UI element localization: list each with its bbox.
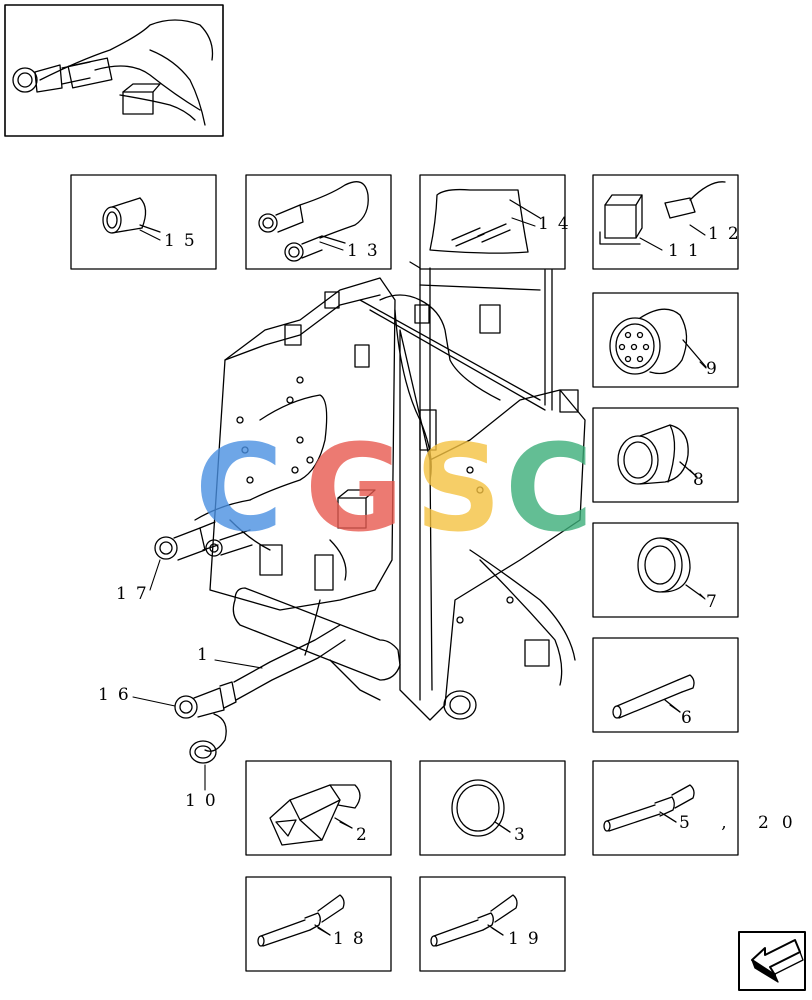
callout-13: 13 [347, 241, 387, 261]
callout-1: 1 [197, 645, 217, 665]
round-connector-9-icon [609, 308, 707, 375]
main-frame-assembly [194, 261, 586, 721]
plug-housing-icon [269, 784, 361, 846]
callout-15: 15 [164, 231, 204, 251]
callout-19: 19 [508, 929, 548, 949]
part-box-3 [419, 760, 566, 856]
connector-17-icon [154, 521, 253, 561]
ring-nut-icon [637, 537, 705, 599]
overview-harness [12, 19, 214, 126]
callout-5-20: 5 , 20 [679, 813, 806, 833]
back-arrow-icon[interactable] [738, 931, 806, 991]
part-box-2 [245, 760, 392, 856]
callout-18: 18 [333, 929, 373, 949]
part-box-11-12 [592, 174, 739, 270]
bag-icon [429, 188, 541, 254]
callout-6: 6 [681, 708, 701, 728]
part-box-18 [245, 876, 392, 972]
part-box-5-20 [592, 760, 739, 856]
callout-16: 16 [98, 685, 138, 705]
part-box-8 [592, 407, 739, 503]
callout-10: 10 [185, 791, 225, 811]
callout-12: 12 [708, 224, 748, 244]
cable-connector-icon [258, 181, 369, 262]
callout-3: 3 [514, 825, 534, 845]
leader-lines [132, 217, 707, 936]
callout-7: 7 [706, 592, 726, 612]
callout-9: 9 [706, 359, 726, 379]
callout-2: 2 [356, 825, 376, 845]
cap-10-icon [189, 740, 217, 764]
callout-14: 14 [538, 214, 578, 234]
connector-16-icon [174, 624, 346, 752]
callout-11: 11 [668, 241, 708, 261]
callout-17: 17 [116, 584, 156, 604]
terminal-block-icon [599, 181, 726, 245]
sleeve-icon [102, 197, 161, 234]
callout-8: 8 [693, 470, 713, 490]
